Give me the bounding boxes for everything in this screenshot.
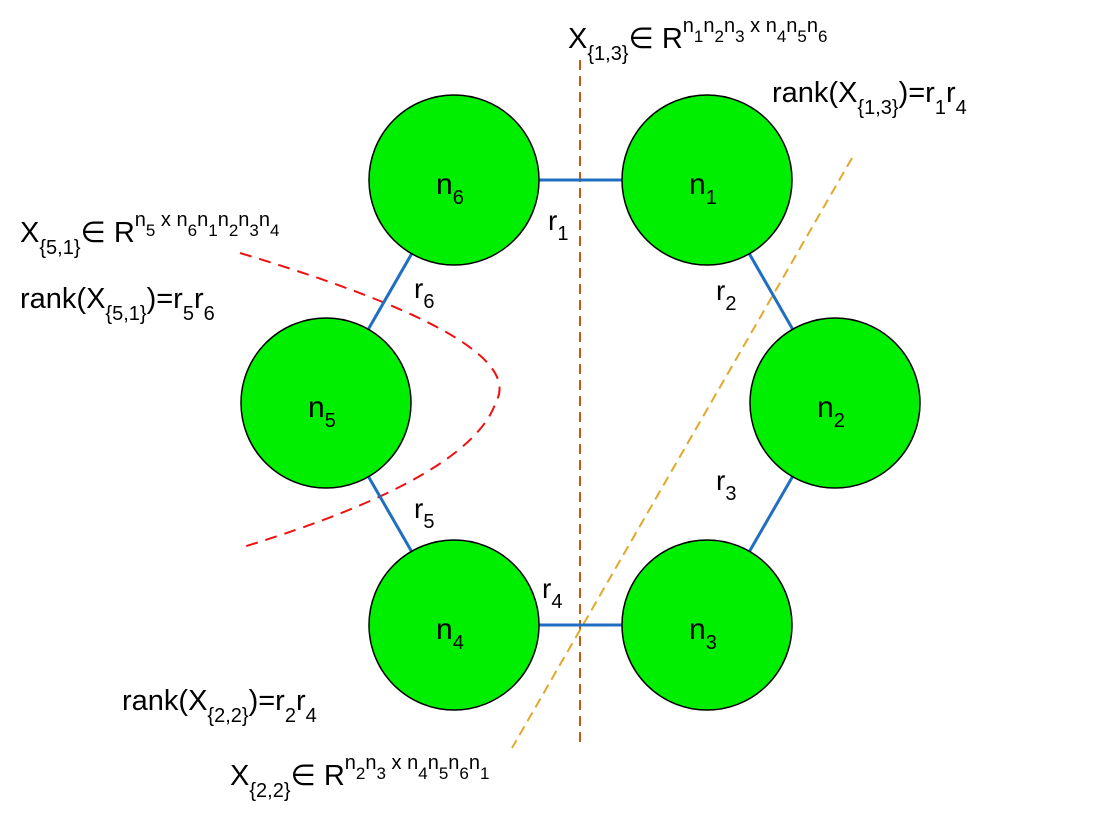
ring-edges	[367, 178, 794, 627]
rank-label-r6: r6	[414, 273, 434, 313]
rank-label-r1: r1	[548, 205, 568, 245]
node-n2: n2	[749, 317, 921, 489]
node-label: n6	[436, 168, 464, 209]
node-n4: n4	[368, 539, 540, 711]
x51-rank-annotation: rank(X{5,1})=r5r6	[20, 283, 215, 325]
rank-label-r3: r3	[716, 465, 736, 505]
node-label: n3	[689, 613, 717, 654]
node-circle	[240, 317, 412, 489]
cut-line-x22	[511, 157, 853, 749]
edge-r5	[367, 475, 413, 553]
x51-space-annotation: X{5,1}∈ Rn5 x n6n1n2n3n4	[20, 209, 279, 259]
x22-rank-annotation: rank(X{2,2})=r2r4	[122, 685, 317, 727]
node-circle	[368, 539, 540, 711]
rank-label-r5: r5	[414, 493, 434, 533]
node-n6: n6	[368, 94, 540, 266]
node-label: n5	[308, 391, 336, 432]
x22-space-annotation: X{2,2}∈ Rn2n3 x n4n5n6n1	[230, 752, 489, 802]
node-n1: n1	[621, 94, 793, 266]
node-n5: n5	[240, 317, 412, 489]
edge-r6	[367, 252, 413, 331]
rank-labels: r1 r2 r3 r4 r5 r6	[414, 205, 736, 613]
cut-line-x51	[239, 252, 501, 549]
node-circle	[621, 539, 793, 711]
edge-r3	[748, 475, 794, 553]
node-label: n1	[689, 168, 717, 209]
node-n3: n3	[621, 539, 793, 711]
ring-nodes: n1 n2 n3 n4 n5 n6	[240, 94, 921, 711]
rank-label-r4: r4	[542, 573, 562, 613]
x13-rank-annotation: rank(X{1,3})=r1r4	[772, 77, 967, 119]
rank-label-r2: r2	[716, 275, 736, 315]
node-circle	[749, 317, 921, 489]
node-label: n2	[817, 391, 845, 432]
node-circle	[368, 94, 540, 266]
edge-r2	[748, 252, 794, 331]
node-label: n4	[436, 613, 464, 654]
node-circle	[621, 94, 793, 266]
x13-space-annotation: X{1,3}∈ Rn1n2n3 x n4n5n6	[568, 15, 827, 65]
